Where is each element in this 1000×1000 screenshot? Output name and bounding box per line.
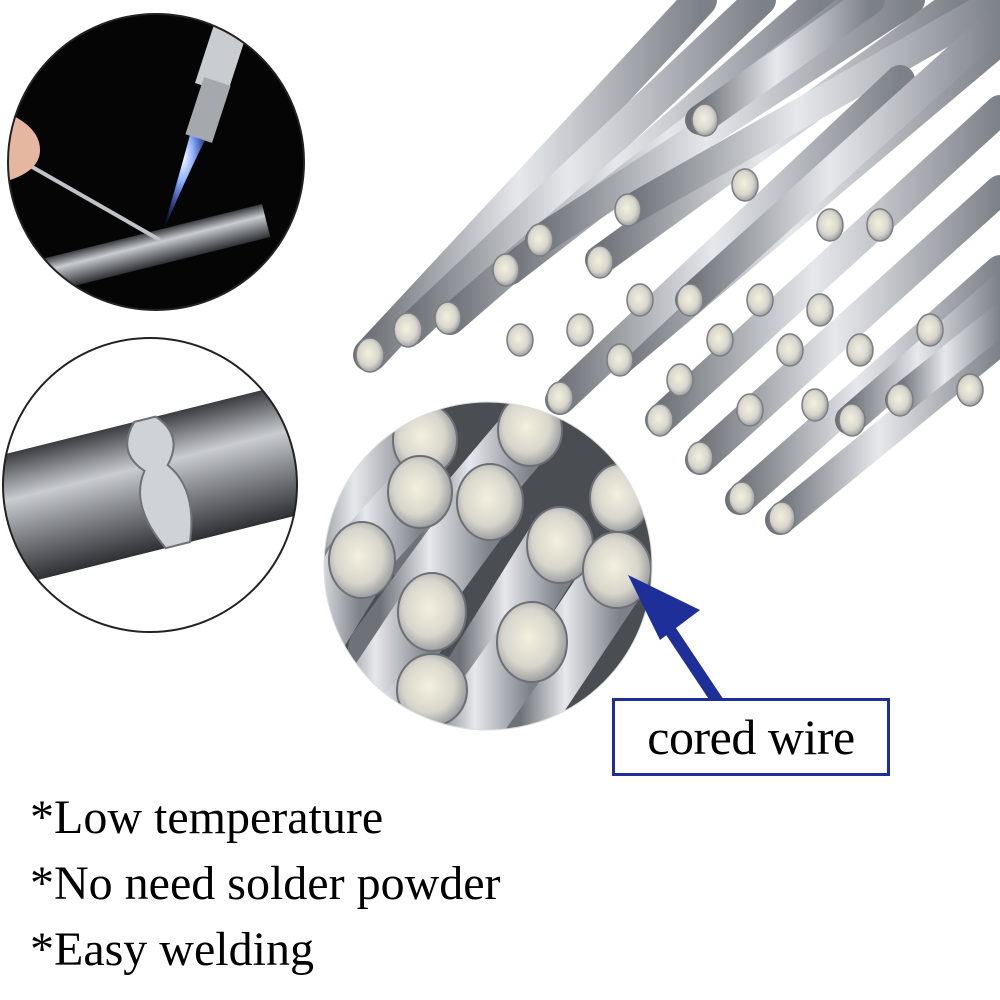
cored-wire-label-box: cored wire (612, 698, 890, 776)
arrow-icon (628, 575, 726, 711)
feature-item: *No need solder powder (30, 857, 501, 910)
cored-wire-label: cored wire (647, 709, 855, 765)
weld-joint-inset (2, 337, 298, 633)
welding-rod-bundle (353, 0, 1000, 535)
feature-item: *Easy welding (30, 923, 314, 976)
torch-inset (6, 12, 306, 312)
feature-item: *Low temperature (30, 791, 384, 844)
cored-wire-closeup (323, 401, 653, 731)
feature-list: *Low temperature *No need solder powder … (30, 785, 501, 983)
